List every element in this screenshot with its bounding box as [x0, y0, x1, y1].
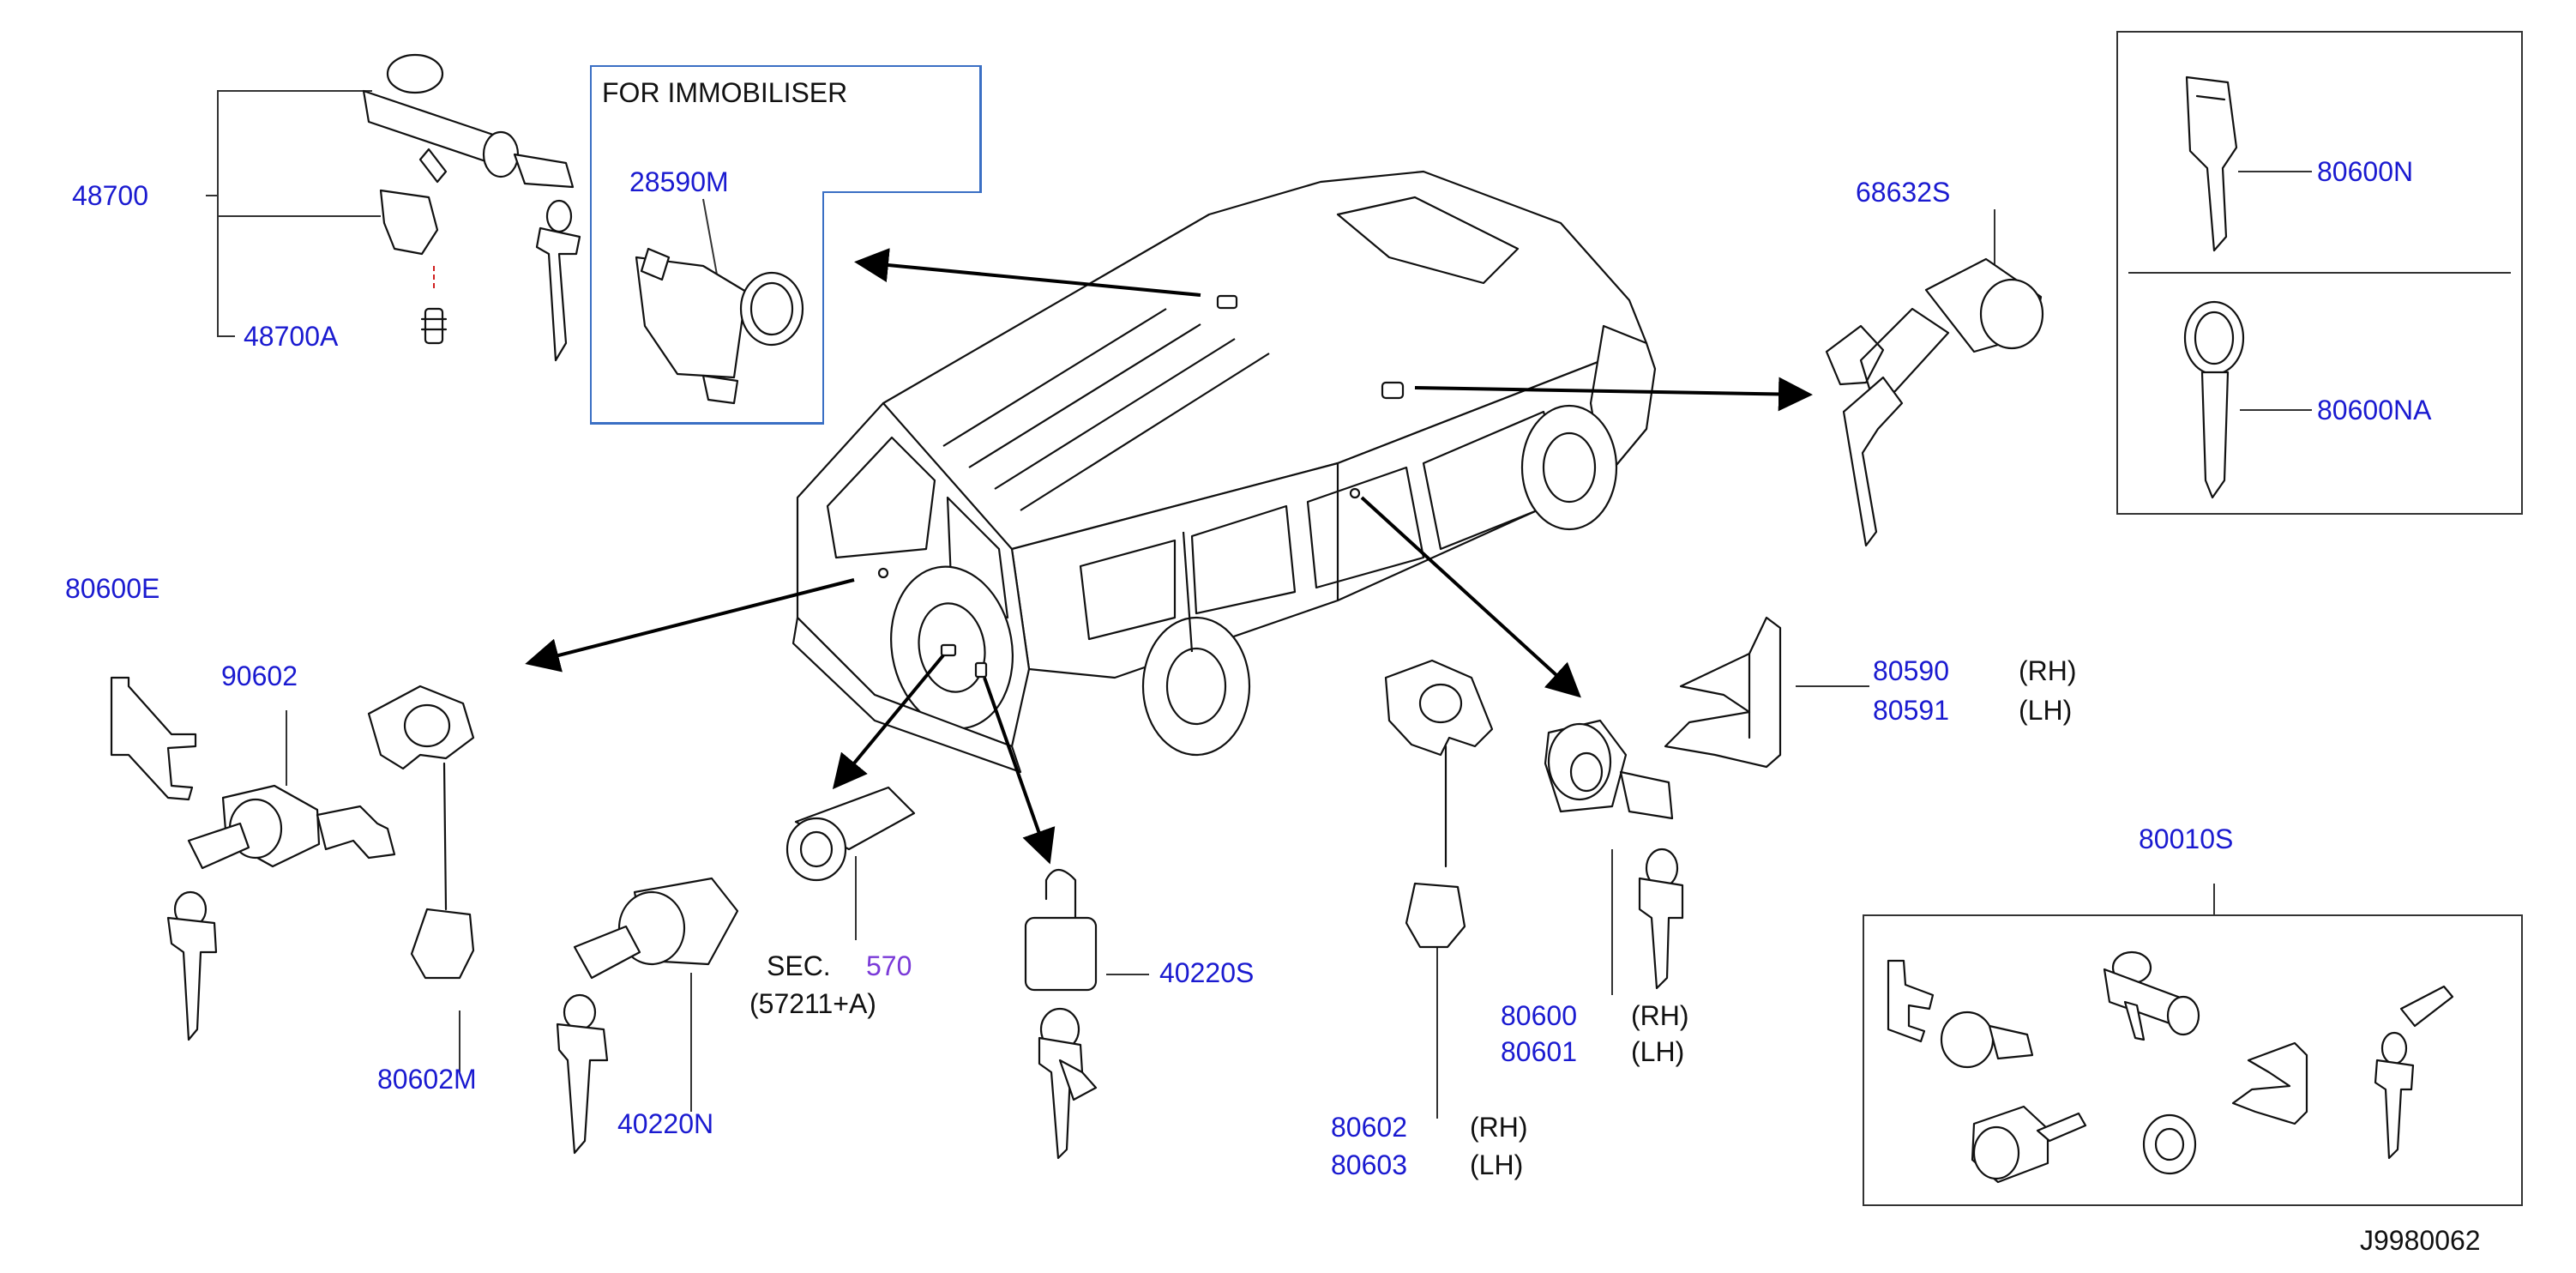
- door-cylinder-80600-drawing: [1544, 719, 1684, 990]
- steering-lock-drawing: [362, 53, 581, 362]
- leader-lines: [206, 90, 2312, 1119]
- lock-set-miniatures-drawing: [1887, 950, 2454, 1184]
- part-40220N-label: 40220N: [617, 1108, 714, 1139]
- part-48700A-label: 48700A: [244, 321, 339, 352]
- part-80600N-label: 80600N: [2317, 156, 2414, 187]
- back-door-cylinder-drawing: [166, 784, 396, 1041]
- clip-80590-drawing: [1664, 616, 1782, 769]
- part-80600-side: (RH): [1631, 1000, 1689, 1031]
- sec-sub-label: (57211+A): [749, 988, 876, 1019]
- figure-id: J9980062: [2360, 1225, 2481, 1256]
- part-80603-side: (LH): [1470, 1149, 1524, 1180]
- part-80602-label: 80602: [1331, 1112, 1407, 1143]
- lock-set-box: [1863, 914, 2523, 1206]
- key-blanks-box: [2116, 31, 2523, 515]
- part-80591-label: 80591: [1873, 695, 1949, 726]
- vehicle-illustration: [791, 170, 1657, 774]
- part-90602-label: 90602: [221, 661, 298, 691]
- rod-switch-80602M-drawing: [367, 685, 475, 980]
- part-80602-side: (RH): [1470, 1112, 1528, 1143]
- locator-arrows: [525, 248, 1813, 865]
- part-80601-label: 80601: [1501, 1036, 1577, 1067]
- clip-80600E-drawing: [110, 676, 197, 801]
- part-48700-label: 48700: [72, 180, 148, 211]
- part-80603-label: 80603: [1331, 1149, 1407, 1180]
- part-68632S-label: 68632S: [1856, 177, 1951, 208]
- spare-tire-lock-drawing: [785, 786, 916, 882]
- immobiliser-antenna-drawing: [635, 247, 804, 405]
- lock-cylinder-40220N-drawing: [556, 877, 739, 1155]
- part-80600E-label: 80600E: [65, 573, 160, 604]
- part-28590M-label: 28590M: [629, 166, 729, 197]
- part-80010S-label: 80010S: [2139, 824, 2234, 854]
- key-blank-80600N-drawing: [2185, 75, 2238, 252]
- lock-cylinder-68632S-drawing: [1825, 257, 2044, 547]
- part-80602M-label: 80602M: [377, 1064, 477, 1095]
- key-blank-80600NA-drawing: [2183, 300, 2245, 499]
- part-80600-label: 80600: [1501, 1000, 1577, 1031]
- sec-prefix-label: SEC.: [767, 950, 831, 981]
- sec-number-label: 570: [866, 950, 912, 981]
- part-80601-side: (LH): [1631, 1036, 1685, 1067]
- part-80590-label: 80590: [1873, 655, 1949, 686]
- immobiliser-box-step: [590, 65, 982, 425]
- part-80590-side: (RH): [2019, 655, 2077, 686]
- part-40220S-label: 40220S: [1159, 957, 1255, 988]
- padlock-40220S-drawing: [1024, 868, 1098, 1160]
- immobiliser-title: FOR IMMOBILISER: [602, 77, 848, 108]
- part-80600NA-label: 80600NA: [2317, 395, 2432, 425]
- rod-switch-80602-drawing: [1384, 659, 1494, 949]
- part-80591-side: (LH): [2019, 695, 2073, 726]
